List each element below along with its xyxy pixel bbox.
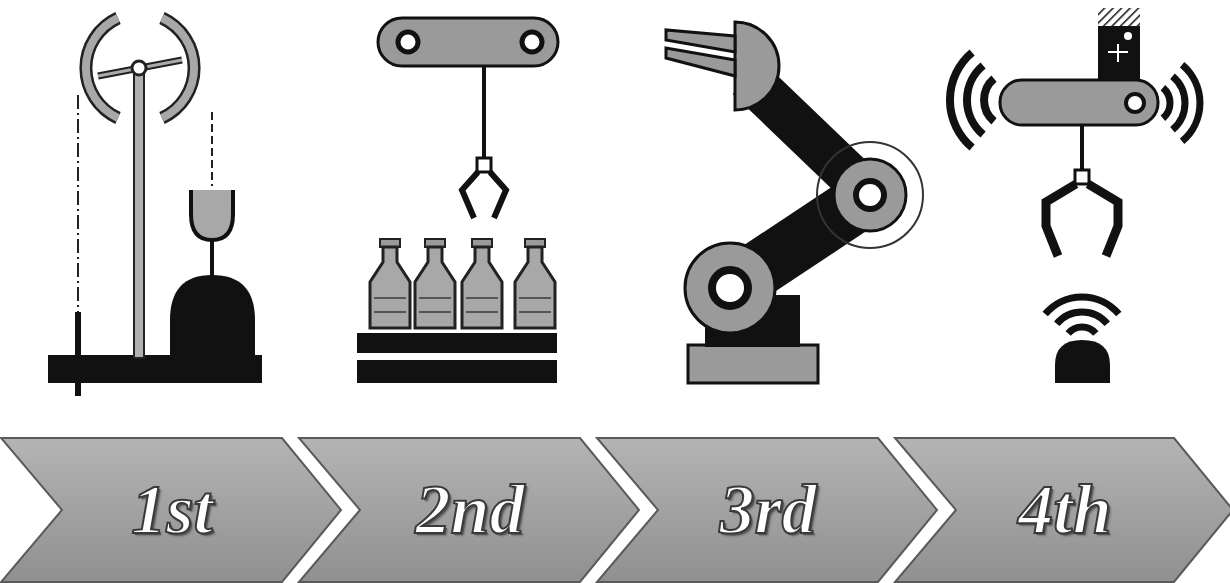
stem [210, 240, 214, 278]
pulley [522, 32, 542, 52]
chevron-outline [895, 438, 1230, 582]
conveyor [357, 333, 557, 353]
mount-mark [1124, 32, 1132, 40]
elbow-pin [856, 181, 884, 209]
cable [1080, 125, 1084, 172]
chevron-band: 1st [0, 437, 342, 583]
wireless-waves [950, 53, 994, 148]
chevron-outline [299, 438, 639, 582]
flyball-arc [162, 18, 194, 118]
gripper-finger [666, 48, 735, 76]
claw-finger [1046, 184, 1076, 256]
claw-head [1075, 170, 1089, 184]
claw-finger [490, 172, 506, 218]
pulley [398, 32, 418, 52]
wireless-waves [1045, 297, 1119, 333]
chevron-outline [1, 438, 341, 582]
bottle [370, 239, 410, 328]
cable [482, 66, 486, 160]
cup [191, 190, 233, 240]
post [75, 312, 81, 396]
shoulder-pin [712, 270, 748, 306]
spoke [98, 60, 182, 76]
arm-base [688, 345, 818, 383]
chevron-band: 4th [894, 437, 1230, 583]
wrist-head [735, 22, 779, 110]
sensor-dome [1055, 340, 1110, 383]
stage-label: 4th [1018, 475, 1111, 545]
bottle [415, 239, 455, 328]
claw-head [477, 158, 491, 172]
chevron-band: 2nd [298, 437, 640, 583]
mount-hatch [1098, 8, 1140, 28]
mount-mark [1108, 44, 1128, 62]
base-plate [48, 355, 262, 383]
elbow-joint [834, 159, 906, 231]
stage-label: 2nd [416, 475, 525, 545]
hub [132, 61, 146, 75]
pulley [1126, 94, 1144, 112]
bottle [462, 239, 502, 328]
claw-finger [462, 172, 478, 218]
chevron-band: 3rd [596, 437, 938, 583]
claw-finger [1088, 184, 1118, 256]
robot-arm [666, 22, 923, 383]
boiler-dome [170, 275, 255, 357]
conveyor [357, 360, 557, 383]
chevron-outline [597, 438, 937, 582]
joint-ring [817, 142, 923, 248]
rail-bar [378, 18, 558, 66]
flyball-arc [86, 18, 118, 118]
shaft [134, 68, 144, 358]
bottle [515, 239, 555, 328]
flyball-arc [86, 18, 118, 118]
rail-bar [1000, 80, 1158, 125]
dash-line [77, 95, 79, 320]
stage-label: 3rd [719, 475, 816, 545]
stage-label: 1st [131, 475, 213, 545]
flyball-arc [162, 18, 194, 118]
wireless-waves [1163, 65, 1200, 142]
steam-governor [48, 18, 262, 396]
smart-gripper [950, 8, 1200, 383]
dash-line [211, 112, 213, 186]
assembly-line [357, 18, 558, 383]
spoke [98, 60, 182, 76]
mount-block [1098, 26, 1140, 86]
shoulder-joint [685, 243, 775, 333]
